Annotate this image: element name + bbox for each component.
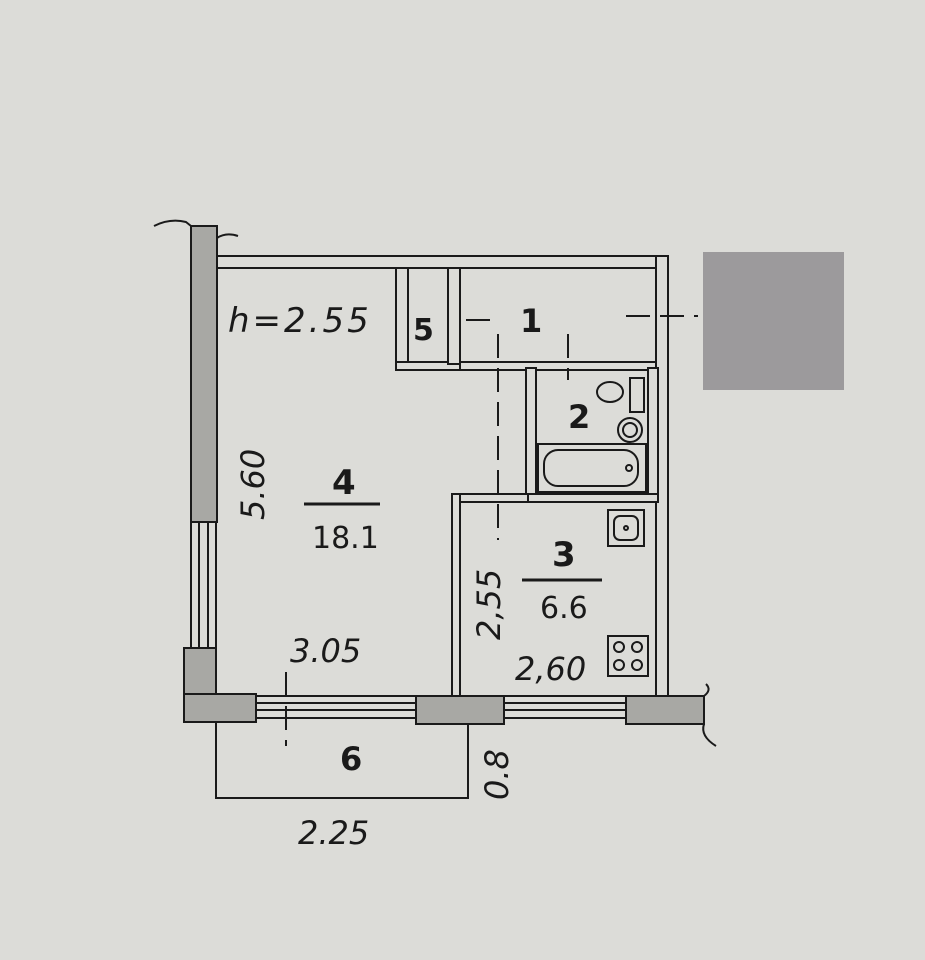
outer-walls — [183, 225, 705, 725]
ceiling-height-label: h=2.55 — [228, 301, 372, 341]
left-window — [190, 522, 217, 648]
room-1-number: 1 — [520, 302, 542, 340]
kitchen-width-dimension: 2,60 — [515, 650, 586, 688]
bathtub-icon — [537, 443, 647, 493]
room-5-number: 5 — [413, 313, 434, 348]
balcony-depth-dimension: 0.8 — [478, 749, 516, 800]
toilet-icon — [596, 377, 645, 443]
room-4-number: 4 — [332, 463, 356, 503]
room4-length-dimension: 5.60 — [234, 449, 272, 520]
sink-icon — [607, 509, 645, 547]
balcony-outline — [215, 722, 469, 799]
stove-icon — [607, 635, 649, 677]
fraction-bars — [304, 502, 602, 582]
wall-break-lines — [153, 219, 717, 747]
room-3-number: 3 — [552, 535, 576, 575]
balcony-width-dimension: 2.25 — [298, 814, 369, 852]
room-6-number: 6 — [340, 740, 362, 778]
kitchen-length-dimension: 2,55 — [470, 569, 508, 640]
redaction-mask — [703, 252, 844, 390]
room-2-number: 2 — [568, 398, 590, 436]
interior-walls — [395, 267, 659, 697]
room4-width-dimension: 3.05 — [290, 632, 361, 670]
room-4-area: 18.1 — [312, 521, 379, 556]
axis-lines — [285, 315, 698, 746]
room-3-area: 6.6 — [540, 591, 588, 626]
bottom-windows — [256, 695, 626, 719]
